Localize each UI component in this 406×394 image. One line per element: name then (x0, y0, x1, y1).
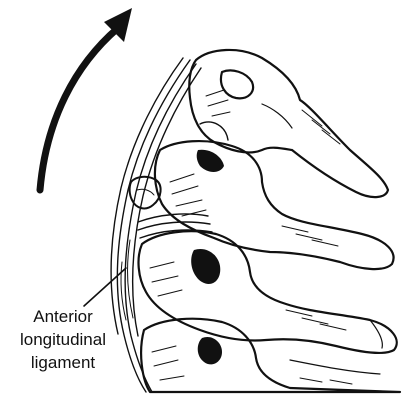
ligament-label: Anterior longitudinal ligament (4, 305, 122, 374)
label-line-3: ligament (4, 351, 122, 374)
label-line-1: Anterior (4, 305, 122, 328)
label-leader-line (84, 268, 126, 306)
label-line-2: longitudinal (4, 328, 122, 351)
upper-vertebra (189, 50, 388, 197)
extension-motion-arrow (40, 8, 132, 190)
vertebra-body-2 (155, 141, 394, 269)
vertebra-body-4 (141, 319, 400, 392)
vertebra-body-3 (139, 231, 397, 353)
